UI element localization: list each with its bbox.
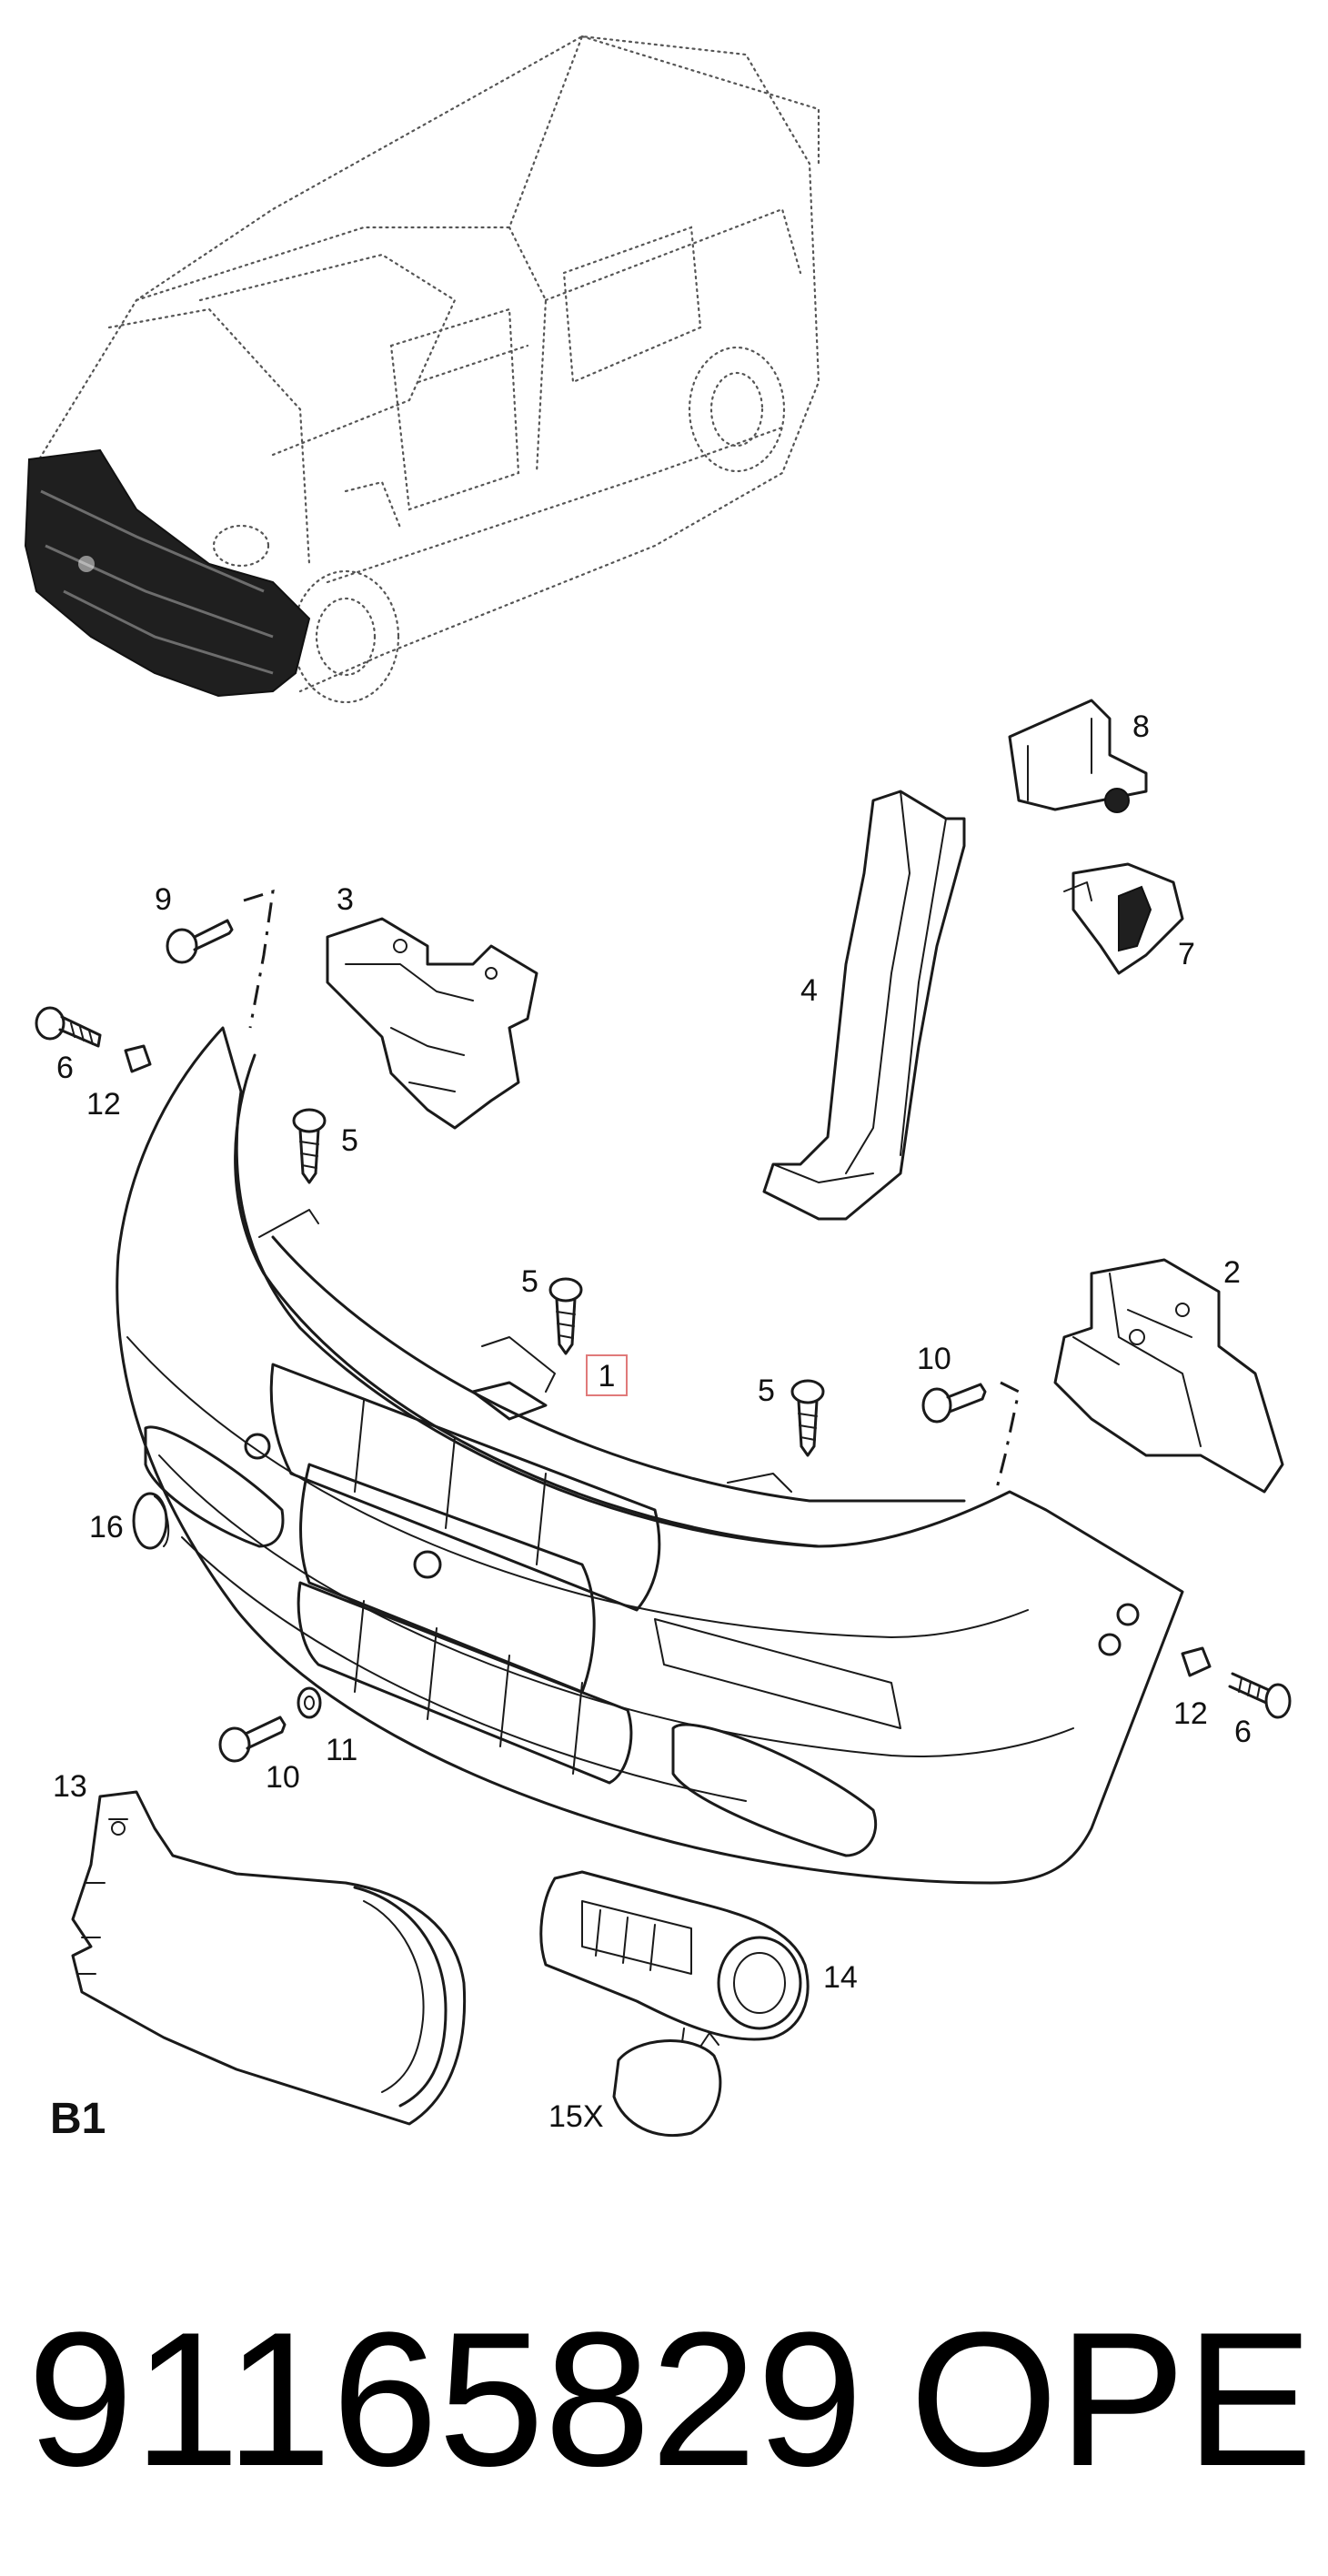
label-part-4: 4	[800, 973, 818, 1008]
part-12-clip-left: 12	[86, 1044, 152, 1122]
part-13-bezel-left: 13	[53, 1769, 467, 2126]
part-3-bracket: 3	[326, 882, 538, 1130]
label-part-1: 1	[599, 1359, 616, 1394]
part-15x-cap: 15X	[548, 2028, 722, 2138]
part-6-bolt-right: 6	[1228, 1672, 1292, 1749]
label-part-10-right: 10	[917, 1342, 951, 1376]
part-number: 91165829	[27, 2292, 863, 2506]
label-part-9: 9	[155, 882, 172, 917]
part-14-bezel-right: 14	[539, 1870, 858, 2041]
label-part-13: 13	[53, 1769, 87, 1804]
label-part-2: 2	[1223, 1255, 1241, 1290]
label-part-14: 14	[823, 1960, 858, 1995]
label-part-12-left: 12	[86, 1087, 121, 1122]
label-part-5-a: 5	[341, 1123, 358, 1158]
label-part-3: 3	[337, 882, 354, 917]
label-part-6-left: 6	[56, 1051, 74, 1085]
label-part-5-b: 5	[521, 1264, 538, 1299]
part-11-washer: 11	[297, 1686, 357, 1767]
label-part-10-left: 10	[266, 1760, 300, 1795]
label-part-5-c: 5	[758, 1374, 775, 1408]
part-6-bolt-left: 6	[35, 1006, 102, 1085]
part-12-clip-right: 12	[1173, 1646, 1212, 1731]
part-9-screw: 9	[155, 882, 275, 1029]
label-part-12-right: 12	[1173, 1696, 1208, 1731]
label-part-6-right: 6	[1234, 1715, 1252, 1749]
part-10-screw-right: 10	[917, 1342, 1021, 1493]
part-16-cap: 16	[89, 1492, 170, 1550]
section-label: B1	[50, 2095, 106, 2143]
part-5-screw-c: 5	[758, 1374, 825, 1457]
part-5-screw-b: 5	[521, 1264, 583, 1355]
vehicle-outline	[24, 35, 820, 704]
label-part-16: 16	[89, 1510, 124, 1545]
part-1-highlight-box	[586, 1354, 628, 1396]
part-2-bracket-right: 2	[1053, 1255, 1284, 1494]
part-5-screw-a: 5	[292, 1108, 358, 1184]
label-part-7: 7	[1178, 937, 1195, 971]
part-8-sensor-bracket: 8	[1008, 699, 1150, 813]
part-10-screw-left: 10	[218, 1716, 300, 1795]
label-part-11: 11	[326, 1733, 357, 1767]
label-part-8: 8	[1132, 709, 1150, 744]
vehicle-bumper-highlight	[24, 448, 311, 698]
brand-name: OPEL	[910, 2292, 1328, 2506]
part-7-sensor: 7	[1063, 862, 1195, 975]
front-bumper: 1	[116, 1026, 1184, 1885]
part-4-long-bracket: 4	[762, 790, 966, 1221]
label-part-15x: 15X	[548, 2099, 604, 2134]
